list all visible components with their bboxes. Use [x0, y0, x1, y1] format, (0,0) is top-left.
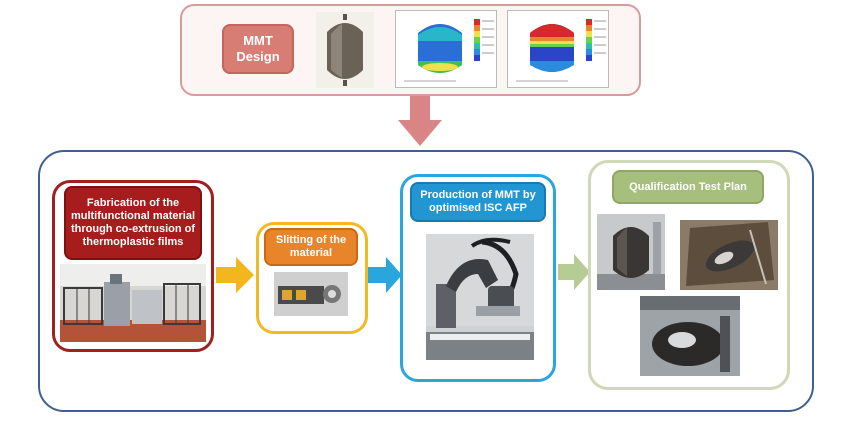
- stage-production-title-text: Production of MMT by optimised ISC AFP: [420, 189, 536, 214]
- fea-stress-plot-image-2: [507, 10, 609, 88]
- stage-qualification-title: Qualification Test Plan: [612, 170, 764, 204]
- stage-fabrication-title: Fabrication of the multifunctional mater…: [64, 186, 202, 260]
- qualification-tank-photo-1: [597, 214, 665, 290]
- slitting-machine-photo: [274, 272, 348, 316]
- stage-fabrication-title-text: Fabrication of the multifunctional mater…: [70, 197, 196, 248]
- fea-stress-plot-image-1: [395, 10, 497, 88]
- afp-robot-photo: [426, 234, 534, 360]
- mmt-design-label-text: MMT Design: [236, 33, 280, 64]
- flow-arrow-icon-1: [216, 257, 254, 293]
- stage-slitting-title-text: Slitting of the material: [275, 234, 347, 259]
- flow-arrow-icon-2: [368, 257, 402, 293]
- qualification-test-photo-2: [680, 220, 778, 290]
- down-arrow-icon: [398, 96, 442, 146]
- qualification-test-photo-3: [640, 296, 740, 376]
- stage-qualification-title-text: Qualification Test Plan: [629, 180, 747, 193]
- stage-slitting-title: Slitting of the material: [264, 228, 358, 266]
- stage-production-title: Production of MMT by optimised ISC AFP: [410, 182, 546, 222]
- tank-photo-image: [316, 12, 374, 88]
- co-extrusion-line-photo: [60, 264, 206, 342]
- flow-arrow-icon-3: [558, 254, 590, 290]
- mmt-design-label: MMT Design: [222, 24, 294, 74]
